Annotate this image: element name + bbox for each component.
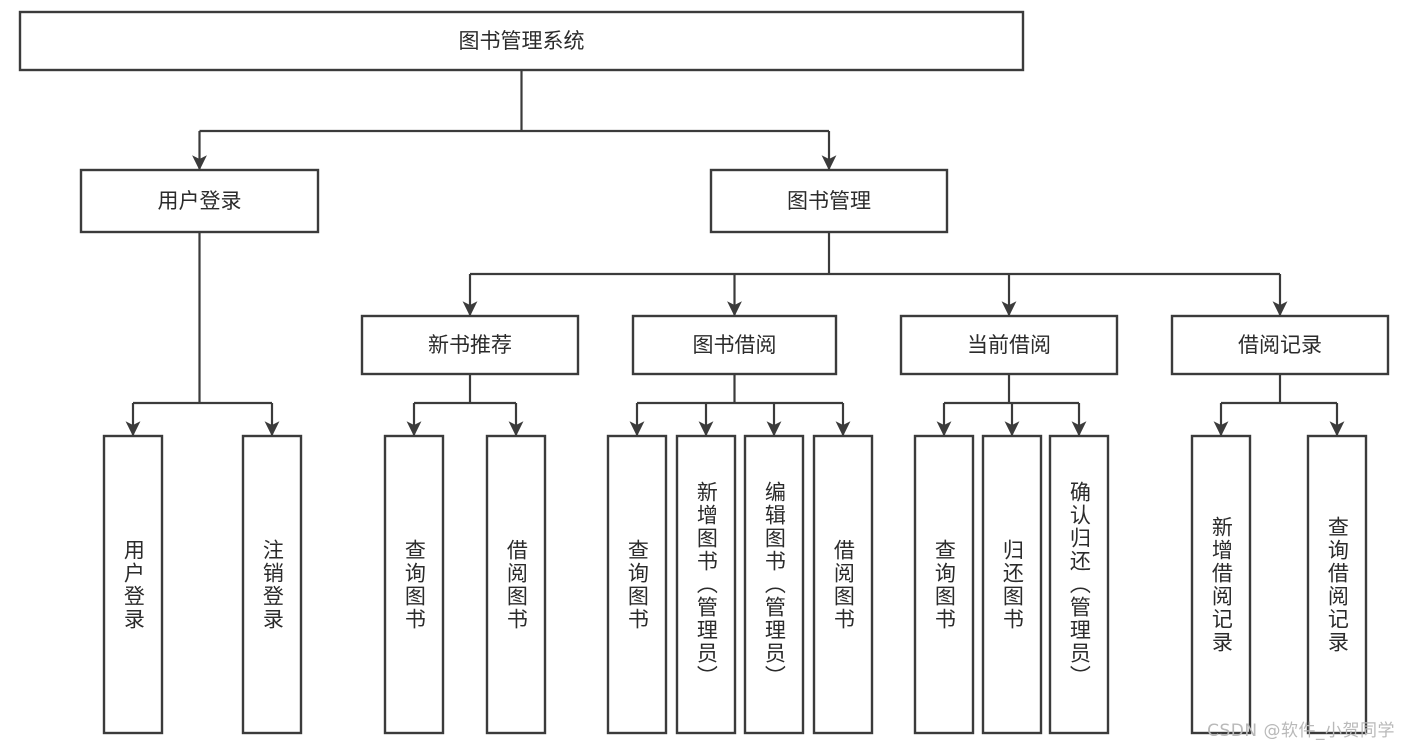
node-leaf-box-4[interactable] [606, 434, 668, 735]
node-leaf-box-3[interactable] [485, 434, 547, 735]
node-leaf-box-12[interactable] [1306, 434, 1368, 735]
node-leaf-box-10[interactable] [1048, 434, 1110, 735]
node-leaf-box-6[interactable] [743, 434, 805, 735]
node-leaf-box-8[interactable] [913, 434, 975, 735]
node-leaf-box-5[interactable] [675, 434, 737, 735]
node-boxes [18, 10, 1390, 735]
node-leaf-box-0[interactable] [102, 434, 164, 735]
node-level2-label-3: 借阅记录 [1238, 333, 1322, 357]
node-leaf-box-11[interactable] [1190, 434, 1252, 735]
connector-lines [125, 70, 1345, 437]
node-level2-box-2[interactable] [899, 314, 1119, 376]
node-level1-label-0: 用户登录 [158, 189, 242, 213]
node-leaf-box-2[interactable] [383, 434, 445, 735]
node-level2-label-1: 图书借阅 [693, 333, 777, 357]
node-level2-box-1[interactable] [631, 314, 838, 376]
node-level2-label-2: 当前借阅 [967, 333, 1051, 357]
node-level2-box-0[interactable] [360, 314, 580, 376]
node-leaf-box-9[interactable] [981, 434, 1043, 735]
node-level2-box-3[interactable] [1170, 314, 1390, 376]
node-level1-box-0[interactable] [79, 168, 320, 234]
node-root-box[interactable] [18, 10, 1025, 72]
node-level2-label-0: 新书推荐 [428, 333, 512, 357]
watermark-text: CSDN @软件_小贺同学 [1207, 721, 1395, 741]
node-root-label: 图书管理系统 [459, 29, 585, 53]
node-leaf-box-7[interactable] [812, 434, 874, 735]
node-level1-box-1[interactable] [709, 168, 949, 234]
node-level1-label-1: 图书管理 [787, 189, 871, 213]
node-leaf-box-1[interactable] [241, 434, 303, 735]
